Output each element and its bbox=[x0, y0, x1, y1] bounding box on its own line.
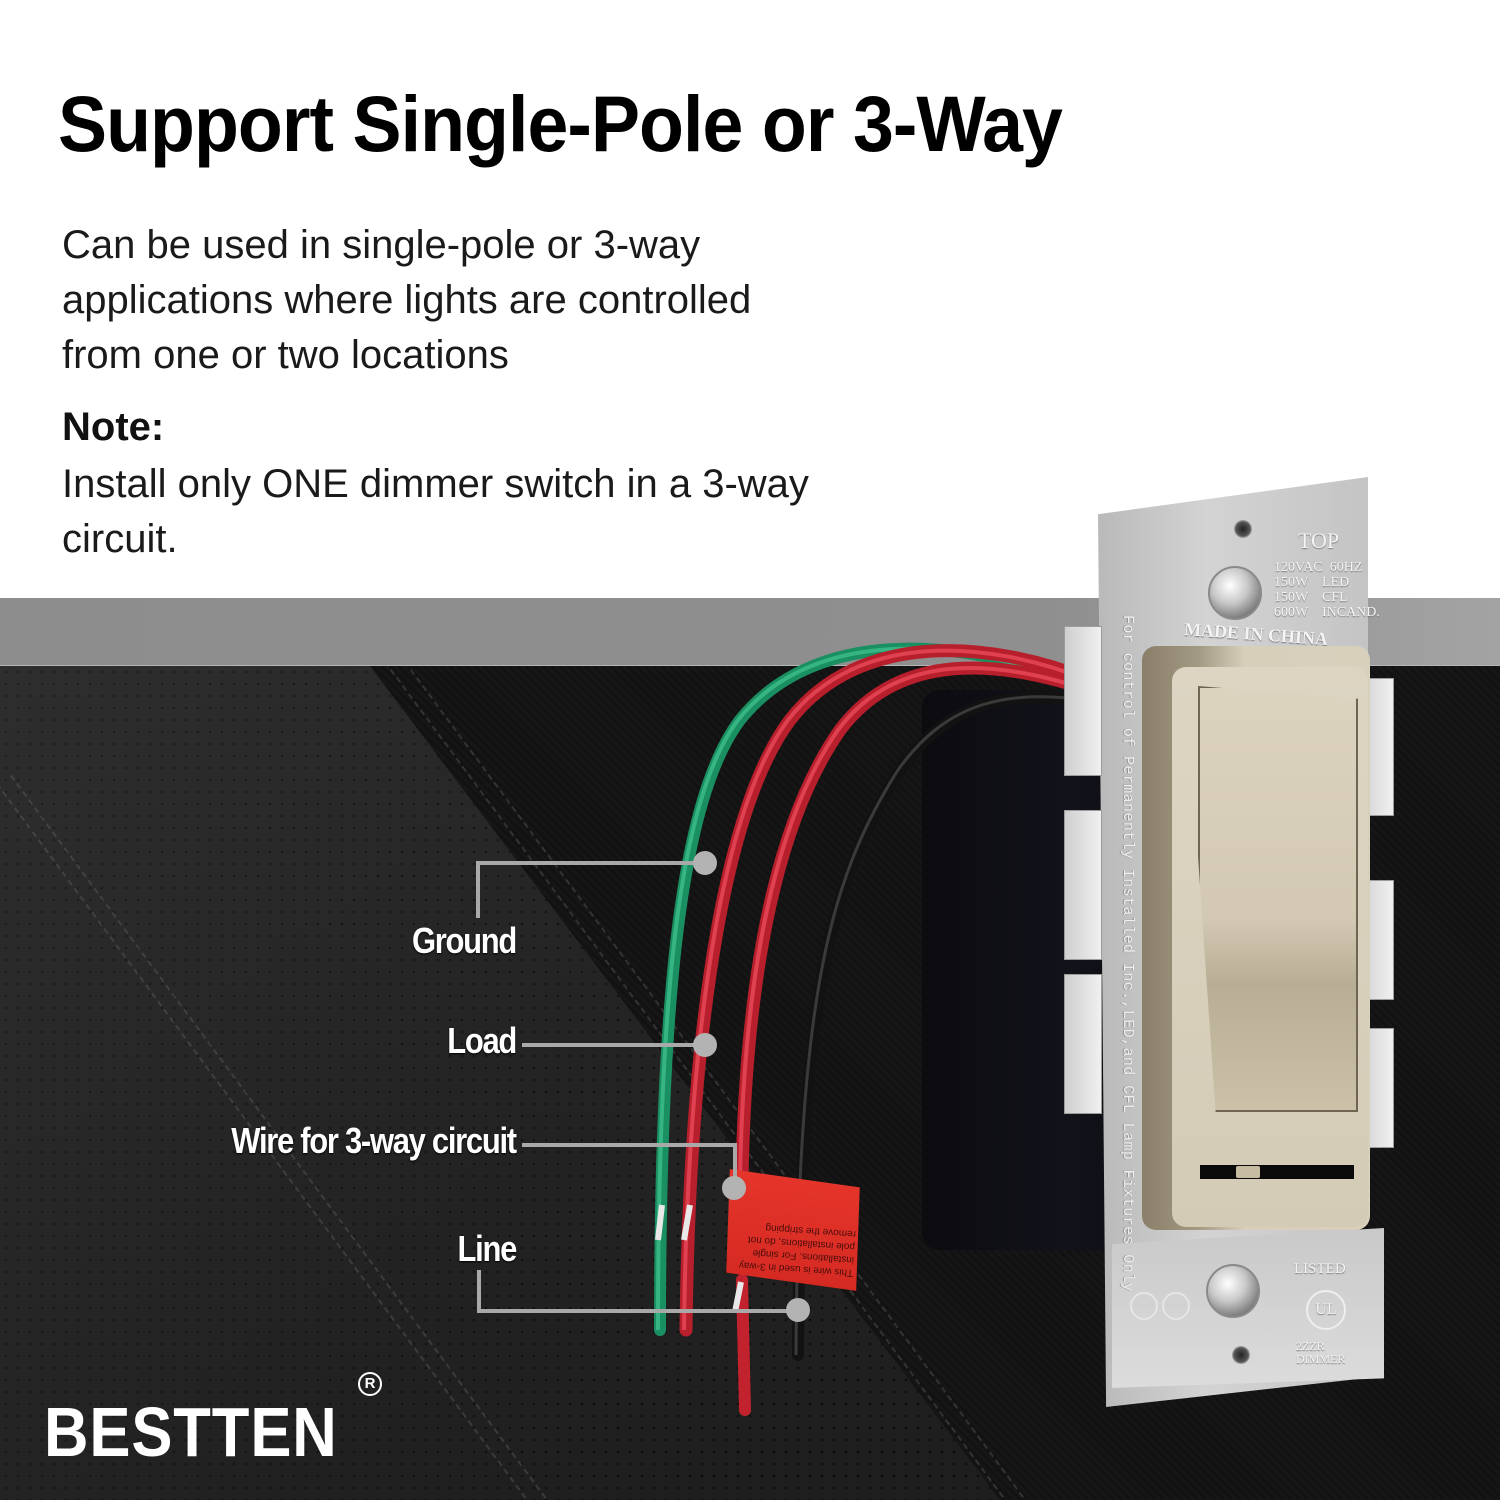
ground-marker-dot bbox=[693, 851, 717, 875]
registered-mark-icon: R bbox=[358, 1372, 382, 1396]
warning-tag-text: This wire is used in 3-way installations… bbox=[738, 1221, 857, 1279]
cert-code: 2ZZR DIMMER bbox=[1296, 1339, 1346, 1366]
cert-seal-icon bbox=[1162, 1292, 1190, 1320]
strap-hole-bottom bbox=[1232, 1346, 1250, 1364]
line-marker-dot bbox=[786, 1298, 810, 1322]
label-3way-wire: Wire for 3-way circuit bbox=[231, 1120, 518, 1161]
top-marking: TOP bbox=[1298, 528, 1340, 553]
label-load: Load bbox=[447, 1020, 517, 1061]
header-section: Support Single-Pole or 3-Way Can be used… bbox=[0, 0, 1500, 598]
line-leader-v bbox=[477, 1270, 481, 1313]
strap-tab bbox=[1064, 810, 1102, 960]
strap-hole-top bbox=[1234, 520, 1252, 538]
threeway-marker-dot bbox=[722, 1176, 746, 1200]
mounting-screw-bottom bbox=[1206, 1264, 1260, 1318]
ground-leader-v bbox=[476, 861, 480, 918]
line-leader-h bbox=[477, 1309, 799, 1313]
threeway-leader-v bbox=[733, 1143, 737, 1185]
dimming-slider-track[interactable] bbox=[1200, 1165, 1354, 1179]
rating-text: 120VAC 60HZ 150W LED 150W CFL 600W INCAN… bbox=[1274, 560, 1380, 620]
load-leader bbox=[522, 1043, 706, 1047]
load-marker-dot bbox=[693, 1033, 717, 1057]
note-text: Install only ONE dimmer switch in a 3-wa… bbox=[62, 462, 809, 561]
page-title: Support Single-Pole or 3-Way bbox=[58, 79, 1063, 168]
ground-leader-h bbox=[476, 861, 706, 865]
note-label: Note: bbox=[62, 405, 165, 449]
brand-logo: BESTTEN bbox=[44, 1393, 338, 1471]
strap-side-text: For control of Permanently Installed Inc… bbox=[1119, 615, 1136, 1292]
ul-logo: UL bbox=[1306, 1290, 1346, 1330]
strap-tab bbox=[1064, 626, 1102, 776]
cert-seal-icon bbox=[1130, 1292, 1158, 1320]
rocker-paddle[interactable] bbox=[1198, 686, 1358, 1112]
strap-tab bbox=[1064, 974, 1102, 1114]
dimming-slider-knob[interactable] bbox=[1236, 1166, 1260, 1178]
description-text: Can be used in single-pole or 3-way appl… bbox=[62, 223, 752, 377]
label-ground: Ground bbox=[411, 920, 517, 961]
threeway-leader-h bbox=[522, 1143, 736, 1147]
mounting-screw-top bbox=[1208, 566, 1262, 620]
label-line: Line bbox=[457, 1228, 518, 1269]
listed-mark: LISTED bbox=[1294, 1261, 1346, 1277]
